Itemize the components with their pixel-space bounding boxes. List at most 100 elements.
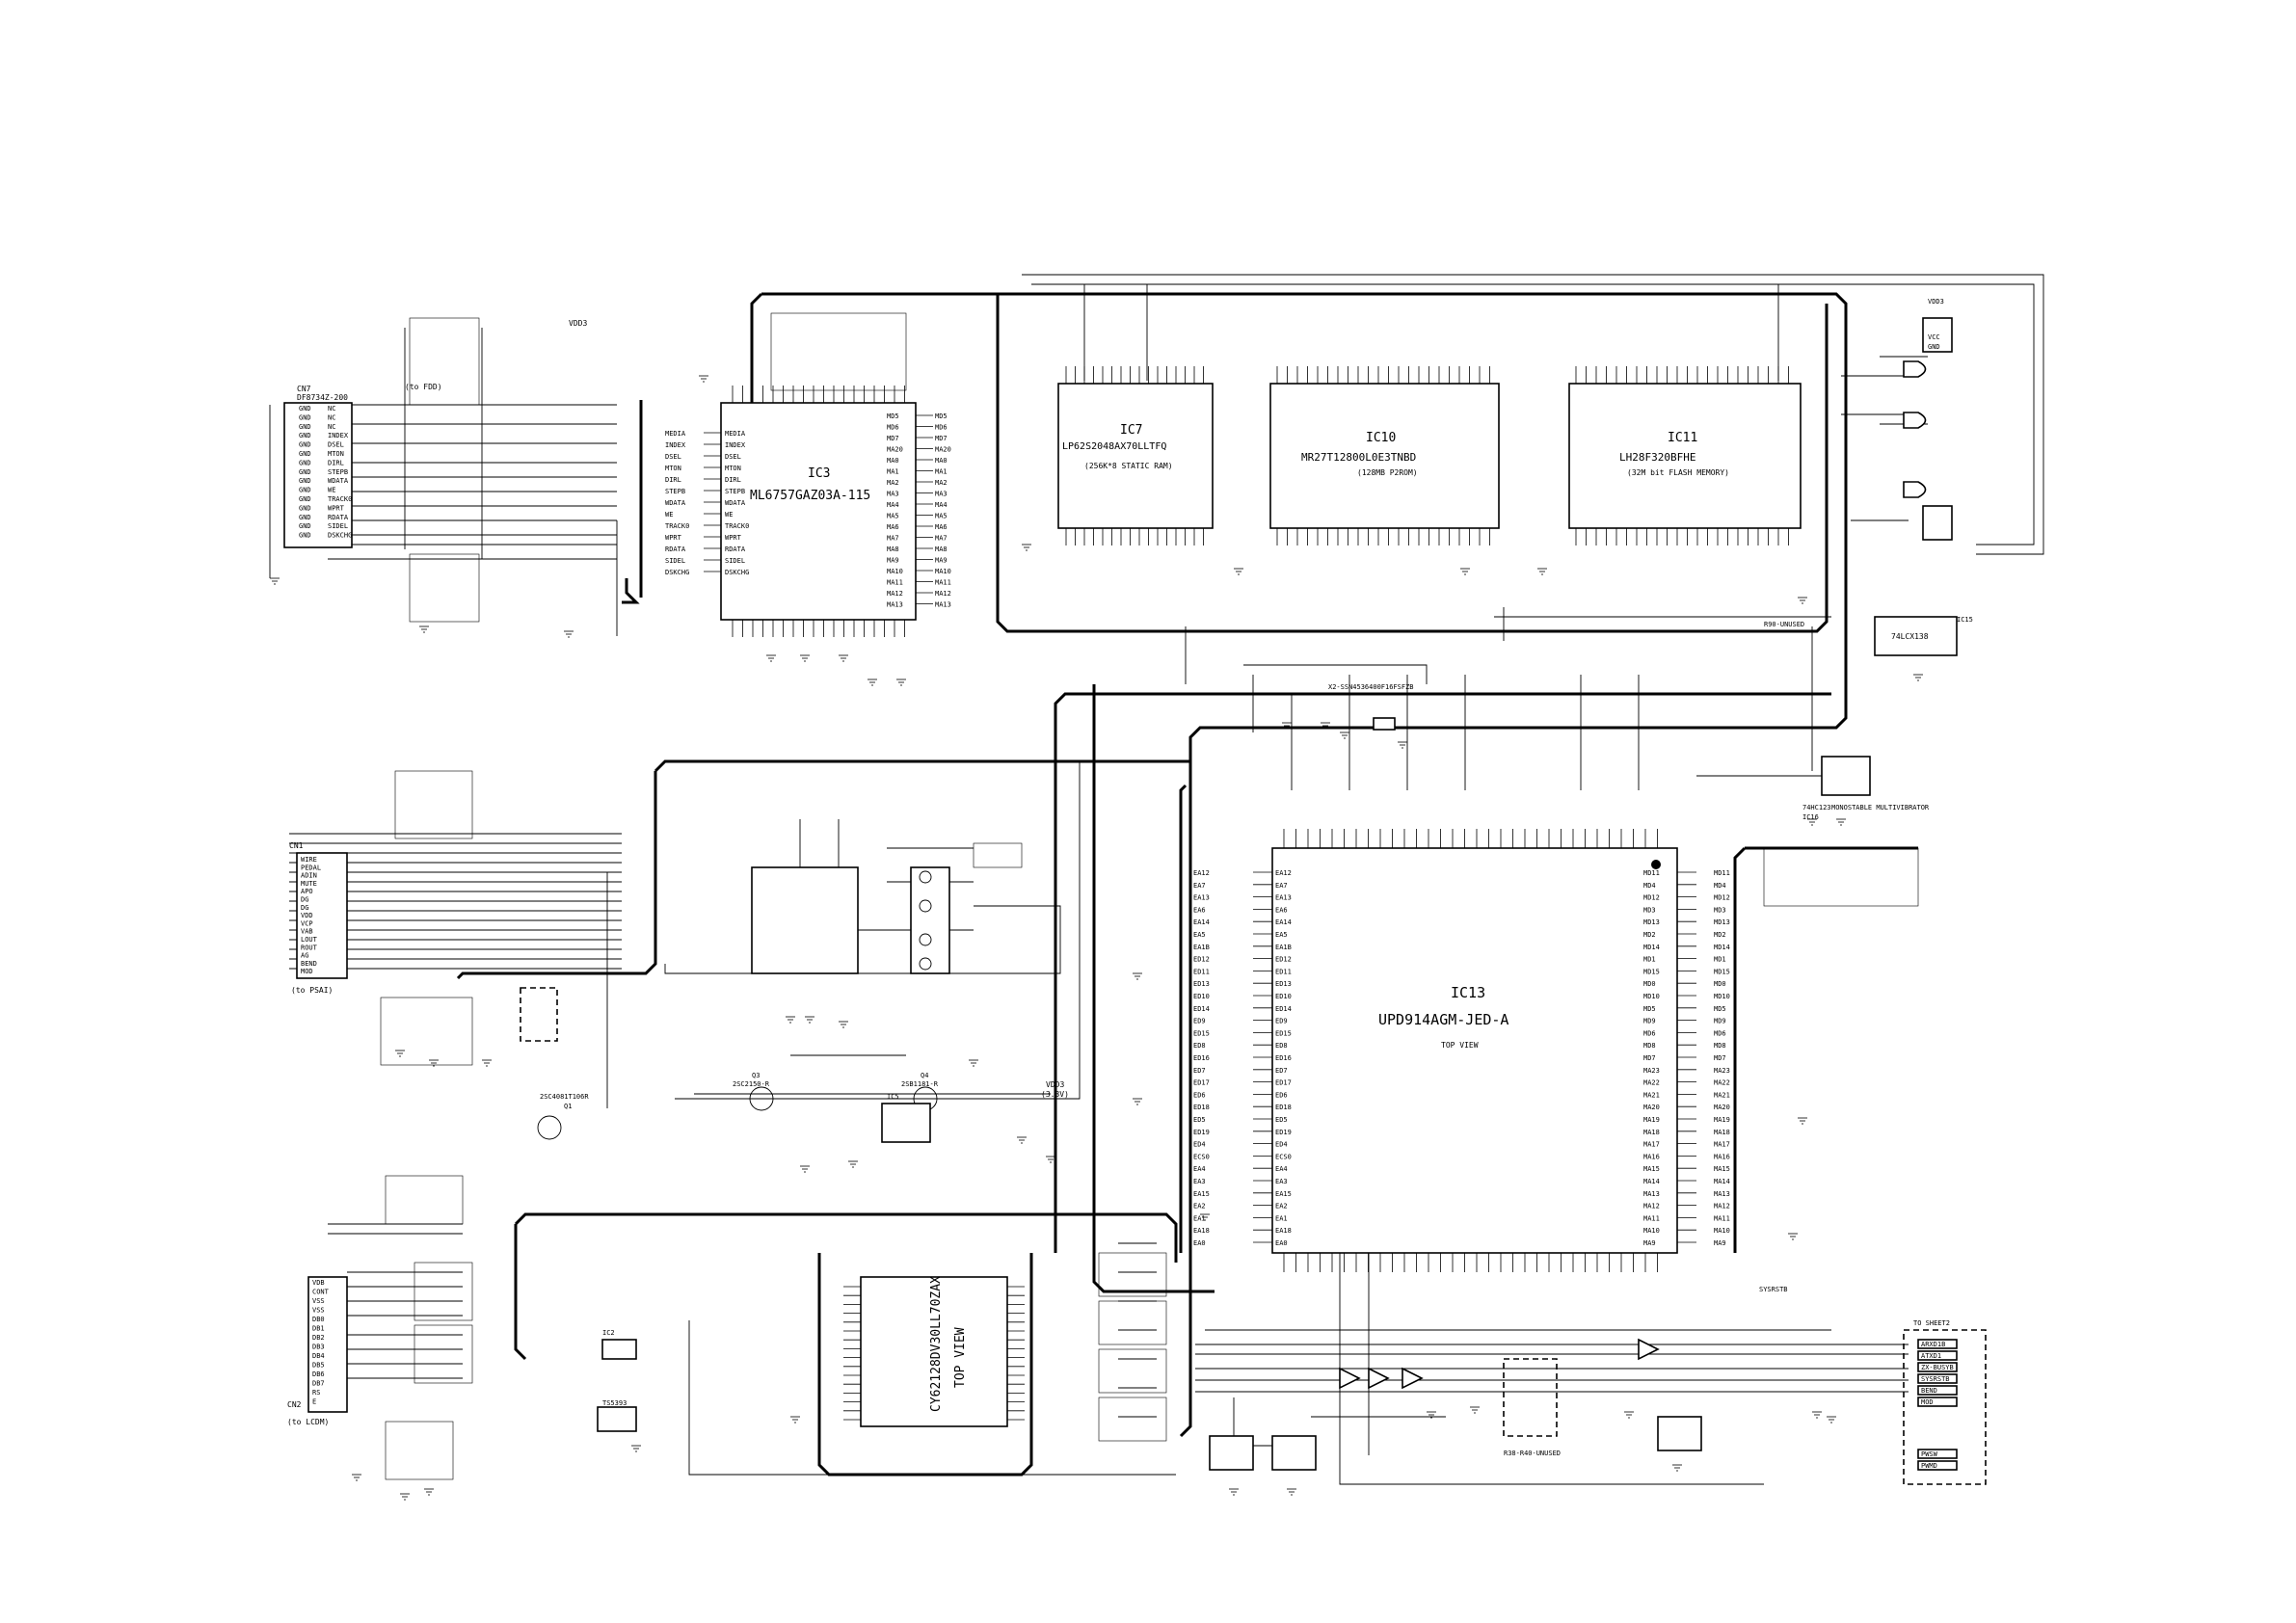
cn1-pin-label: PEDAL [301,864,321,871]
ic13-right-pin-label: MD10 [1714,993,1730,1000]
cn2-pin-label: VSS [312,1297,325,1305]
ic3-left-pin-label: SIDEL [665,557,685,565]
ic13-right-pin-name: MD5 [1643,1005,1656,1013]
buffer-gate-a [1339,1367,1361,1390]
ic11-bottom-pins [1575,528,1789,545]
ic3-right-pin-label: MA2 [935,479,948,487]
ic13-left-pin-name: ED18 [1275,1104,1292,1111]
cn1-pin-label: BEND [301,960,317,968]
ic13-right-pin-name: MA23 [1643,1067,1660,1075]
sheet2-port [1917,1373,1958,1384]
ic13-right-pin-label: MA12 [1714,1203,1730,1211]
ic3-right-pin-label: MA12 [935,590,951,598]
ic7: IC7 LP62S2048AX70LLTFQ (256K*8 STATIC RA… [1057,366,1214,545]
ic13-left-pin-label: ED19 [1193,1129,1210,1136]
cn1-pin-list: WIREPEDALADINMUTEAPODGDGVDDVCPVABLOUTROU… [301,856,321,975]
cn7-pin-label: STEPB [328,468,348,476]
ic3-right-pin-label: MA5 [935,513,948,520]
ic13-left-pin-name: ED8 [1275,1042,1288,1050]
ic13-right-pin-label: MD3 [1714,906,1726,914]
ic13-left-pin-name: ED19 [1275,1129,1292,1136]
gate-box-a [1922,317,1953,353]
crystal-body [1373,717,1396,731]
ic3-left-pin-label: MEDIA [665,430,686,438]
ic13-right-pin-name: MA18 [1643,1129,1660,1136]
ic13-bottom-pins [1283,1253,1658,1272]
ic3-decoupling-bank [770,312,907,391]
label-vdd3-a: VDD3 [569,319,587,328]
ic13-left-pin-name: EA13 [1275,894,1292,902]
to-sheet2-block: TO SHEET2 ARXD1BATXD1ZX-BUSYBSYSRSTBBEND… [1903,1319,1987,1485]
sheet2-signal-label: ARXD1B [1921,1341,1945,1348]
ic13-right-pin-label: MA22 [1714,1079,1730,1087]
cn2-cap-bank [385,1175,464,1225]
cn2-pin-label: VDB [312,1279,325,1287]
ic11-desc: (32M bit FLASH MEMORY) [1627,468,1729,477]
ic13-right-pin-label: MD11 [1714,869,1730,877]
crystal-x2: X2-SSN4536400F16FSFZB [1328,683,1414,731]
ic13-left-pin-label: ED5 [1193,1116,1206,1124]
cn1-pin-label: WIRE [301,856,317,864]
ic3-right-pin-name: MA13 [887,601,903,609]
ic13-left-pin-label: ED17 [1193,1079,1210,1087]
ic3-right-pin-label: MA1 [935,468,948,476]
ic13-right-pin-label: MD14 [1714,944,1730,951]
resistor-array-right [1763,847,1919,907]
cn7-pin-label: WE [328,487,335,494]
ic18-body [860,1276,1008,1427]
cn7-pin-label: WDATA [328,477,349,485]
q4-part: 2SB1181-R [901,1080,939,1088]
ic13-right-pin-label: MA10 [1714,1227,1730,1235]
ic13-left-pin-name: ED11 [1275,968,1292,975]
ic3-right-pin-name: MA10 [887,568,903,575]
ic13-left-pin-name: ED6 [1275,1091,1288,1099]
cn7-pin-label: GND [299,514,311,521]
ic3-right-pin-label: MA20 [935,446,951,454]
ic3-right-pin-label: MD5 [935,412,948,420]
cn2-pin-label: CONT [312,1289,330,1296]
cn1-filter-bank-bottom [380,997,473,1066]
ic13-right-pin-name: MA16 [1643,1153,1660,1160]
to-sheet2-title: TO SHEET2 [1913,1319,1950,1327]
ic3-left-pin-name: DIRL [725,476,741,484]
ic13-left-pin-name: EA18 [1275,1227,1292,1235]
cn7-note: (to FDD) [405,383,442,391]
ic13-left-pin-label: EA2 [1193,1203,1206,1211]
ic13-left-pin-label: ED7 [1193,1067,1206,1075]
ic13-right-pin-name: MD13 [1643,918,1660,926]
cn1-pin-label: MOD [301,968,313,975]
ic3-part: ML6757GAZ03A-115 [750,489,870,503]
ic13-right-pin-name: MA10 [1643,1227,1660,1235]
ic3-right-pin-label: MA9 [935,557,948,565]
ic13-left-pin-label: ED4 [1193,1141,1206,1149]
sheet2-port [1917,1362,1958,1372]
ic3-right-pin-label: MA8 [935,545,948,553]
q1-part: 2SC4081T106R [540,1093,589,1101]
resistor-array-a [1098,1252,1167,1297]
ic13-desc: TOP VIEW [1441,1041,1479,1050]
ic2-part: TS5393 [602,1399,627,1407]
ic3-bottom-pins [732,620,905,637]
cn2-pin-label: VSS [312,1307,325,1315]
ic13-left-pin-label: EA0 [1193,1239,1206,1247]
ic13-left-pin-label: EA6 [1193,906,1206,914]
ic13-left-pin-name: ED10 [1275,993,1292,1000]
ic3-right-pin-name: MD7 [887,435,899,442]
ic13-right-pin-label: MA14 [1714,1178,1730,1185]
cn7-pin-label: GND [299,532,311,540]
gate-box-b [1922,505,1953,541]
ic3-left-pin-name: WE [725,511,733,519]
ic3-right-pin-name: MA12 [887,590,903,598]
q3-ref: Q3 [752,1072,760,1079]
ic13-right-pin-label: MA9 [1714,1239,1726,1247]
ic16-ref: IC16 [1802,813,1819,821]
cn2-pin-label: DB3 [312,1344,325,1351]
ic3-right-pin-name: MA6 [887,523,899,531]
ic4-regulator [973,842,1023,868]
sheet2-port [1917,1385,1958,1396]
ic13-left-pin-label: EA1B [1193,944,1210,951]
cn2-filter-b [414,1324,473,1384]
cn1-pin-label: ADIN [301,872,317,880]
